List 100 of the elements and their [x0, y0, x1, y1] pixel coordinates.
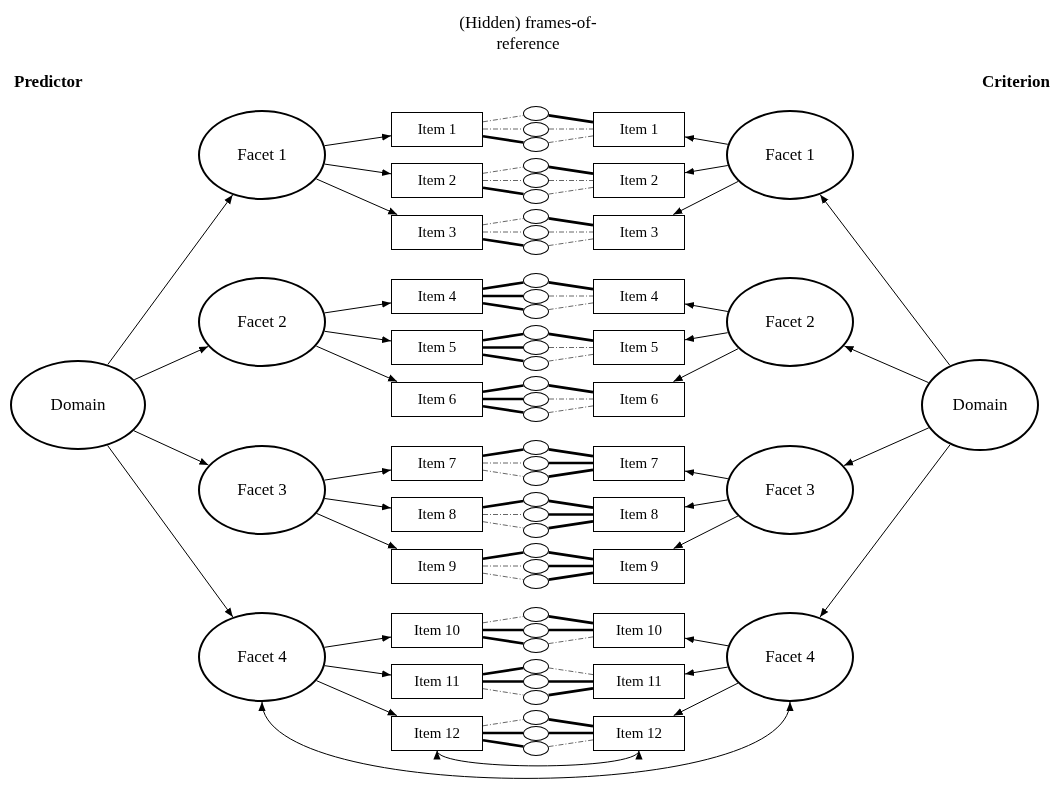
item-box: Item 5 — [391, 330, 483, 365]
item-box: Item 6 — [593, 381, 685, 417]
connector-line — [548, 165, 594, 175]
connector-line — [483, 628, 523, 632]
connector-line — [482, 719, 524, 727]
connector-line — [483, 294, 523, 298]
connector-line — [548, 347, 594, 348]
item-box: Item 9 — [391, 548, 483, 584]
arrow — [107, 445, 234, 618]
connector-line — [482, 565, 524, 567]
connector-line — [482, 281, 524, 291]
connector-line — [548, 186, 594, 195]
connector-line — [548, 231, 594, 233]
connector-line — [483, 731, 523, 735]
connector-line — [549, 628, 593, 632]
latent-circle — [523, 355, 549, 371]
connector-line — [549, 513, 593, 516]
latent-circle — [523, 376, 549, 391]
construct-ellipse: Facet 3 — [726, 444, 854, 535]
connector-line — [482, 462, 524, 464]
connector-line — [482, 186, 524, 196]
arrow — [672, 180, 739, 215]
item-box: Item 12 — [593, 715, 685, 751]
connector-line — [482, 635, 524, 645]
connector-line — [483, 346, 523, 349]
arrow — [673, 348, 739, 382]
connector-line — [548, 687, 594, 697]
item-box: Item 10 — [593, 612, 685, 648]
side-heading: Criterion — [982, 72, 1050, 92]
item-box: Item 6 — [391, 381, 483, 417]
connector-line — [548, 281, 594, 291]
construct-ellipse: Facet 2 — [726, 277, 854, 368]
connector-line — [548, 295, 594, 297]
latent-circle — [523, 574, 549, 589]
latent-circle — [523, 240, 549, 255]
item-box: Item 1 — [391, 111, 483, 147]
connector-line — [548, 353, 594, 362]
arrow — [324, 665, 392, 678]
latent-circle — [523, 173, 549, 188]
latent-circle — [523, 340, 549, 355]
connector-line — [482, 688, 524, 696]
connector-line — [548, 468, 594, 478]
latent-circle — [523, 725, 549, 741]
connector-line — [548, 718, 594, 728]
arrow — [819, 444, 951, 618]
latent-circle — [523, 209, 549, 224]
connector-line — [549, 461, 593, 465]
item-box: Item 12 — [391, 715, 483, 751]
arrow — [684, 134, 729, 145]
connector-line — [548, 180, 594, 181]
item-box: Item 7 — [593, 445, 685, 481]
arrow — [684, 332, 729, 342]
construct-ellipse: Domain — [921, 359, 1039, 451]
connector-line — [548, 667, 594, 676]
latent-circle — [523, 324, 549, 340]
latent-circle — [523, 471, 549, 486]
item-box: Item 2 — [391, 163, 483, 198]
connector-line — [482, 616, 524, 624]
item-box: Item 10 — [391, 612, 483, 648]
latent-circle — [523, 507, 549, 522]
item-box: Item 11 — [593, 664, 685, 699]
arrow — [684, 499, 729, 509]
item-box: Item 11 — [391, 664, 483, 699]
item-box: Item 5 — [593, 330, 685, 365]
connector-line — [549, 680, 593, 683]
latent-circle — [523, 638, 549, 653]
item-box: Item 8 — [391, 497, 483, 532]
item-box: Item 8 — [593, 497, 685, 532]
item-box: Item 2 — [593, 163, 685, 198]
connector-line — [482, 521, 524, 529]
arrow — [324, 634, 392, 648]
connector-line — [548, 332, 594, 342]
construct-ellipse: Facet 1 — [198, 110, 326, 200]
connector-line — [482, 514, 524, 515]
connector-line — [548, 384, 594, 394]
latent-circle — [523, 607, 549, 622]
latent-circle — [523, 522, 549, 538]
connector-line — [548, 128, 594, 130]
connector-line — [482, 551, 524, 561]
connector-line — [548, 302, 594, 311]
connector-line — [482, 666, 524, 676]
construct-ellipse: Facet 2 — [198, 277, 326, 368]
connector-line — [548, 615, 594, 625]
connector-line — [483, 397, 523, 401]
connector-line — [548, 405, 594, 414]
item-box: Item 4 — [593, 278, 685, 314]
item-box: Item 1 — [593, 111, 685, 147]
latent-circle — [523, 407, 549, 422]
arrow — [684, 666, 729, 677]
latent-circle — [523, 440, 549, 455]
arrow — [324, 467, 392, 481]
connector-line — [548, 551, 594, 561]
arrow — [684, 636, 729, 647]
side-heading: Predictor — [14, 72, 83, 92]
arrow — [684, 469, 729, 480]
latent-circle — [523, 188, 549, 204]
construct-ellipse: Facet 4 — [198, 611, 326, 702]
double-arrow — [436, 750, 640, 767]
arrow — [684, 165, 729, 175]
latent-circle — [523, 710, 549, 725]
